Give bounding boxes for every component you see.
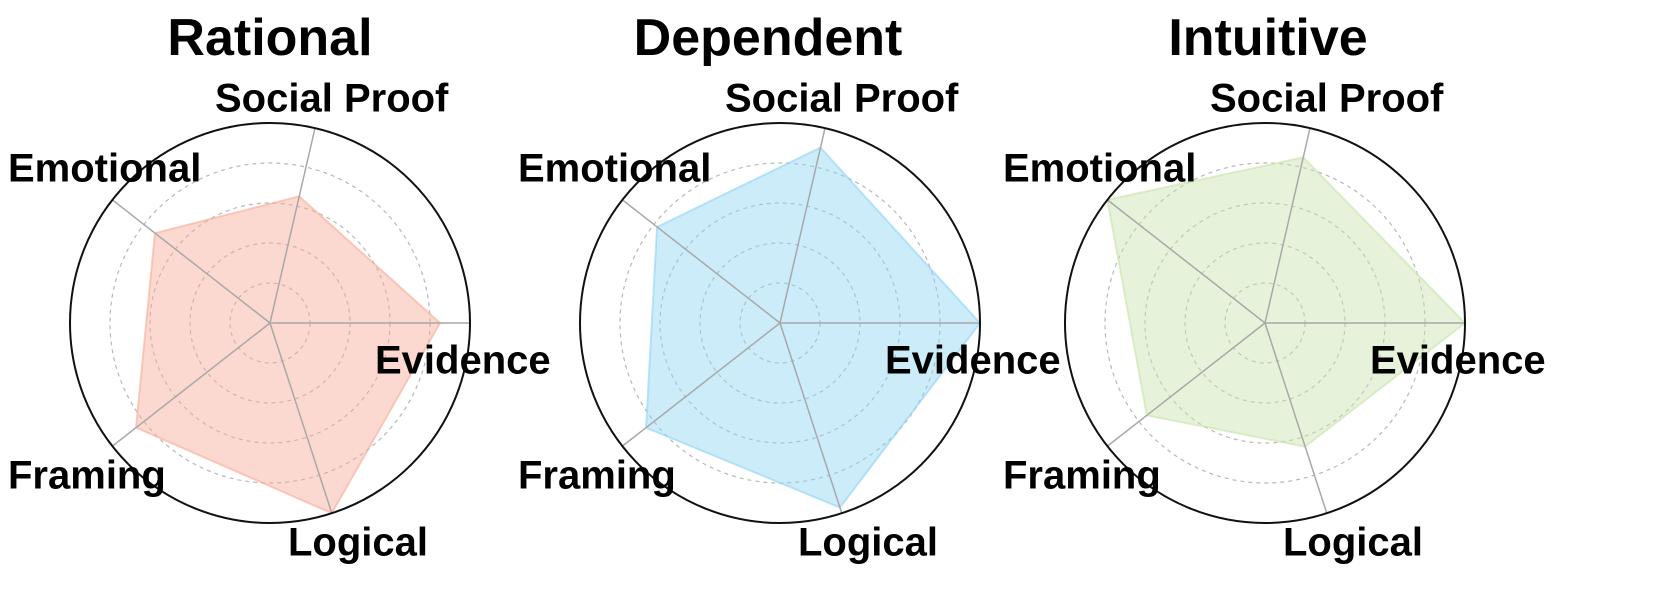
spoke-emotional (1106, 199, 1266, 324)
outer-ring (69, 122, 471, 524)
spoke-framing (111, 322, 271, 447)
axis-label-social-proof: Social Proof (215, 77, 449, 121)
spoke-social-proof (779, 127, 826, 324)
spoke-logical (779, 322, 843, 514)
axis-label-emotional: Emotional (518, 147, 711, 191)
series-area-rational (134, 195, 442, 515)
spoke-framing (1106, 322, 1266, 447)
axis-label-evidence: Evidence (885, 339, 1061, 383)
axis-label-framing: Framing (1003, 454, 1161, 498)
spoke-framing (621, 322, 781, 447)
axis-label-logical: Logical (798, 521, 938, 565)
series-area-intuitive (1106, 156, 1467, 448)
spoke-logical (1264, 322, 1328, 514)
chart-title: Rational (167, 9, 372, 67)
series-area-dependent (645, 146, 982, 509)
spoke-emotional (621, 199, 781, 324)
axis-label-logical: Logical (1283, 521, 1423, 565)
spoke-logical (269, 322, 333, 514)
outer-ring (579, 122, 981, 524)
axis-label-framing: Framing (518, 454, 676, 498)
axis-label-emotional: Emotional (8, 147, 201, 191)
spoke-emotional (111, 199, 271, 324)
axis-label-evidence: Evidence (375, 339, 551, 383)
axis-label-framing: Framing (8, 454, 166, 498)
chart-title: Intuitive (1168, 9, 1367, 67)
chart-title: Dependent (634, 9, 903, 67)
axis-label-social-proof: Social Proof (725, 77, 959, 121)
axis-label-evidence: Evidence (1370, 339, 1546, 383)
spoke-social-proof (269, 127, 316, 324)
outer-ring (1064, 122, 1466, 524)
axis-label-emotional: Emotional (1003, 147, 1196, 191)
spoke-social-proof (1264, 127, 1311, 324)
axis-label-logical: Logical (288, 521, 428, 565)
axis-label-social-proof: Social Proof (1210, 77, 1444, 121)
